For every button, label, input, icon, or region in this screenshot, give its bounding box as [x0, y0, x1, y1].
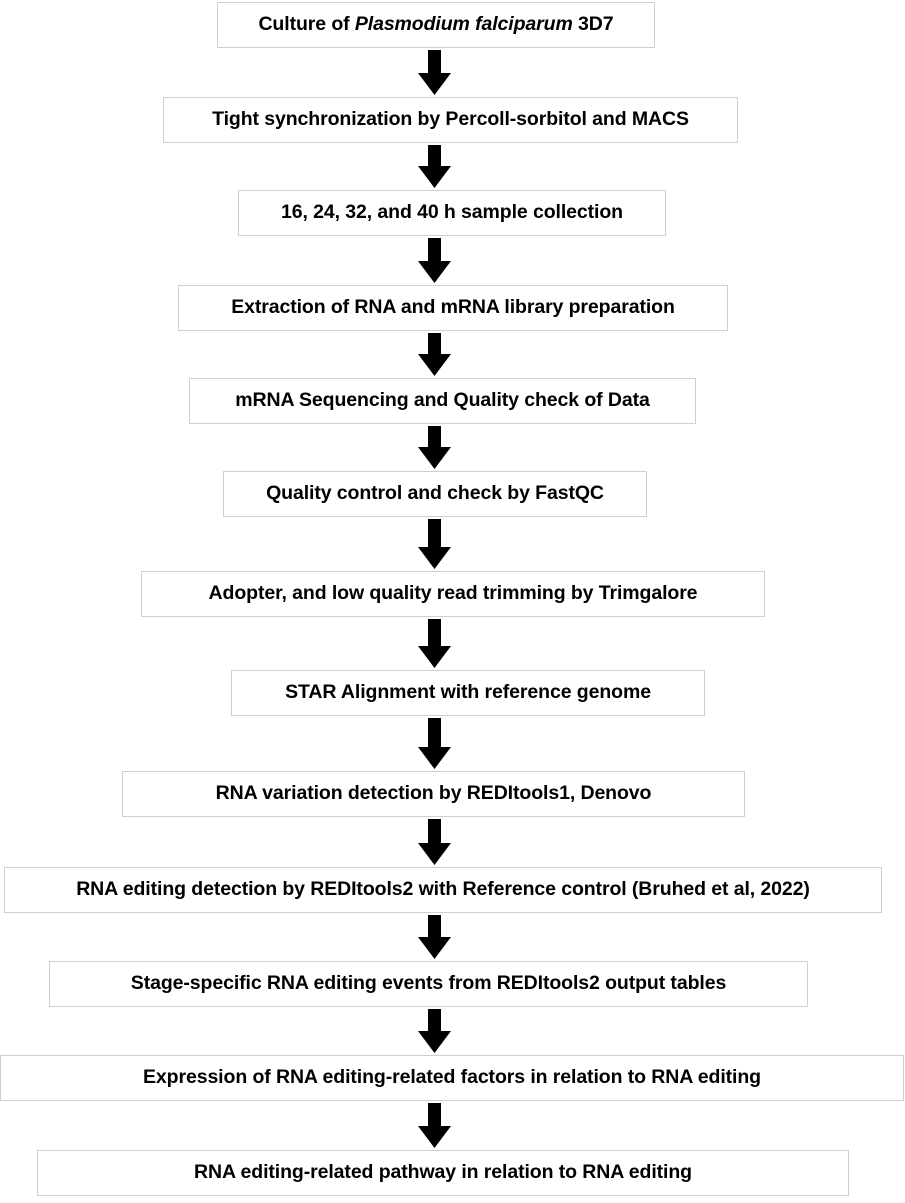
down-arrow-icon	[418, 426, 451, 469]
flowchart-node-label: RNA variation detection by REDItools1, D…	[215, 782, 652, 805]
arrow-8-to-9	[418, 718, 451, 769]
flowchart-node-star-alignment: STAR Alignment with reference genome	[231, 670, 705, 716]
flowchart-node-tight-synchronization: Tight synchronization by Percoll-sorbito…	[163, 97, 738, 143]
arrow-4-to-5	[418, 333, 451, 376]
species-name-italic: Plasmodium falciparum	[354, 13, 573, 36]
arrow-9-to-10	[418, 819, 451, 865]
flowchart-node-culture-of-plasmodium-falciparum-3d7: Culture of Plasmodium falciparum 3D7	[217, 2, 655, 48]
flowchart-node-label: RNA editing detection by REDItools2 with…	[76, 878, 810, 901]
flowchart-node-label: Culture of Plasmodium falciparum 3D7	[258, 14, 613, 35]
down-arrow-icon	[418, 519, 451, 569]
flowchart-node-mrna-sequencing-quality-check: mRNA Sequencing and Quality check of Dat…	[189, 378, 696, 424]
flowchart-node-label: 16, 24, 32, and 40 h sample collection	[281, 201, 623, 224]
down-arrow-icon	[418, 1009, 451, 1053]
flowchart-node-label: Extraction of RNA and mRNA library prepa…	[231, 296, 675, 319]
arrow-1-to-2	[418, 50, 451, 95]
flowchart-node-label: RNA editing-related pathway in relation …	[193, 1161, 692, 1184]
arrow-2-to-3	[418, 145, 451, 188]
flowchart-node-rna-extraction-library-prep: Extraction of RNA and mRNA library prepa…	[178, 285, 728, 331]
flowchart-node-label: mRNA Sequencing and Quality check of Dat…	[235, 389, 650, 412]
flowchart-node-expression-of-editing-related-factors: Expression of RNA editing-related factor…	[0, 1055, 904, 1101]
label-text-pre: Culture of	[258, 13, 355, 36]
down-arrow-icon	[418, 238, 451, 283]
flowchart-node-label: Tight synchronization by Percoll-sorbito…	[212, 108, 689, 131]
flowchart-node-label: STAR Alignment with reference genome	[285, 681, 651, 704]
down-arrow-icon	[418, 819, 451, 865]
down-arrow-icon	[418, 718, 451, 769]
flowchart-node-label: Quality control and check by FastQC	[266, 482, 604, 505]
arrow-5-to-6	[418, 426, 451, 469]
arrow-7-to-8	[418, 619, 451, 668]
down-arrow-icon	[418, 915, 451, 959]
down-arrow-icon	[418, 333, 451, 376]
flowchart-node-label: Stage-specific RNA editing events from R…	[130, 972, 727, 995]
arrow-3-to-4	[418, 238, 451, 283]
down-arrow-icon	[418, 50, 451, 95]
down-arrow-icon	[418, 1103, 451, 1148]
flowchart-node-sample-collection: 16, 24, 32, and 40 h sample collection	[238, 190, 666, 236]
flowchart-node-label: Adopter, and low quality read trimming b…	[208, 582, 698, 605]
flowchart-node-label: Expression of RNA editing-related factor…	[143, 1066, 761, 1089]
label-text-post: 3D7	[572, 13, 614, 36]
arrow-11-to-12	[418, 1009, 451, 1053]
flowchart-node-quality-control-fastqc: Quality control and check by FastQC	[223, 471, 647, 517]
down-arrow-icon	[418, 619, 451, 668]
flowchart-node-rna-variation-detection-reditools1: RNA variation detection by REDItools1, D…	[122, 771, 745, 817]
arrow-12-to-13	[418, 1103, 451, 1148]
arrow-6-to-7	[418, 519, 451, 569]
flowchart-node-stage-specific-editing-events: Stage-specific RNA editing events from R…	[49, 961, 808, 1007]
flowchart-node-rna-editing-related-pathway: RNA editing-related pathway in relation …	[37, 1150, 849, 1196]
arrow-10-to-11	[418, 915, 451, 959]
flowchart-node-rna-editing-detection-reditools2: RNA editing detection by REDItools2 with…	[4, 867, 882, 913]
down-arrow-icon	[418, 145, 451, 188]
flowchart-node-adopter-trimming-trimgalore: Adopter, and low quality read trimming b…	[141, 571, 765, 617]
